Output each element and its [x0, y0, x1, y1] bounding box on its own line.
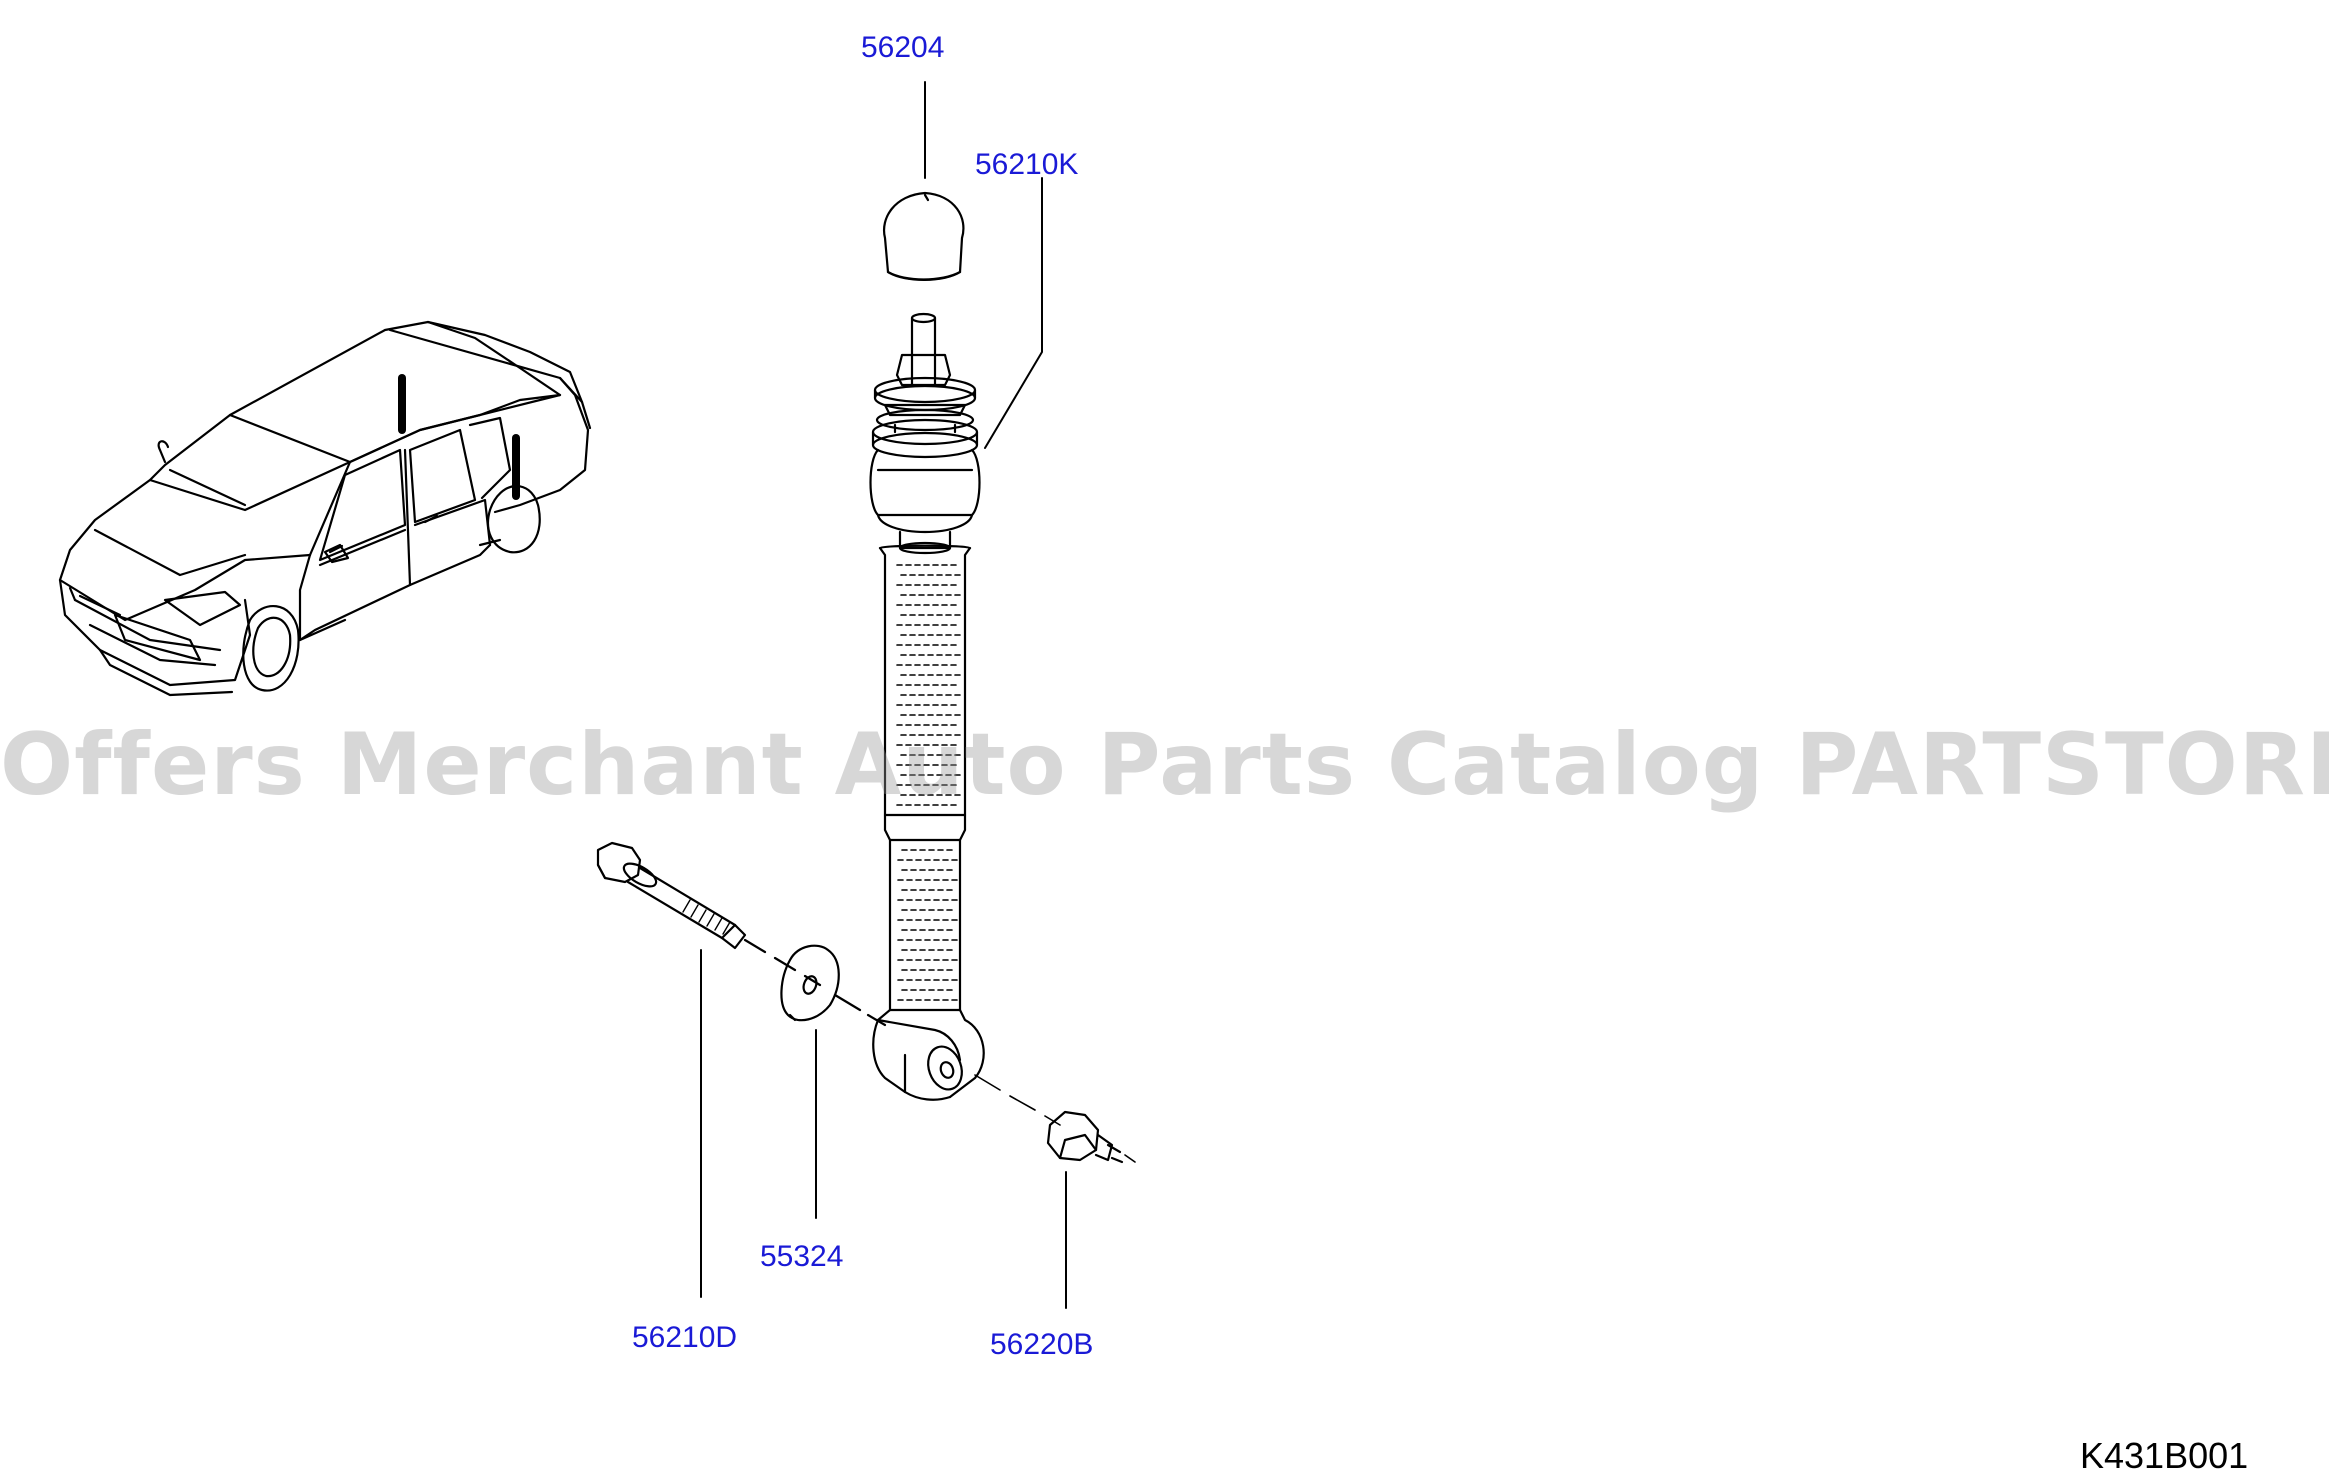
bump-stop-cap-icon	[882, 191, 965, 281]
shock-location-markers	[398, 374, 520, 500]
part-callout-56210K[interactable]: 56210K	[975, 148, 1079, 181]
shock-body-texture	[896, 564, 961, 1001]
shock-absorber-icon	[869, 312, 985, 1101]
axis-line	[974, 1074, 1061, 1126]
part-callout-55324[interactable]: 55324	[760, 1240, 844, 1273]
nut-icon	[1046, 1110, 1136, 1164]
leader-56210K	[984, 177, 1043, 449]
vehicle-location-illustration	[58, 320, 592, 697]
part-callout-56210D[interactable]: 56210D	[632, 1321, 738, 1354]
leader-lines	[700, 81, 1067, 1309]
part-callout-56220B[interactable]: 56220B	[990, 1328, 1094, 1361]
diagram-id: K431B001	[2080, 1435, 2249, 1476]
washer-icon	[780, 944, 887, 1027]
mounting-bolt-icon	[596, 841, 822, 987]
part-callout-56204[interactable]: 56204	[861, 31, 945, 64]
